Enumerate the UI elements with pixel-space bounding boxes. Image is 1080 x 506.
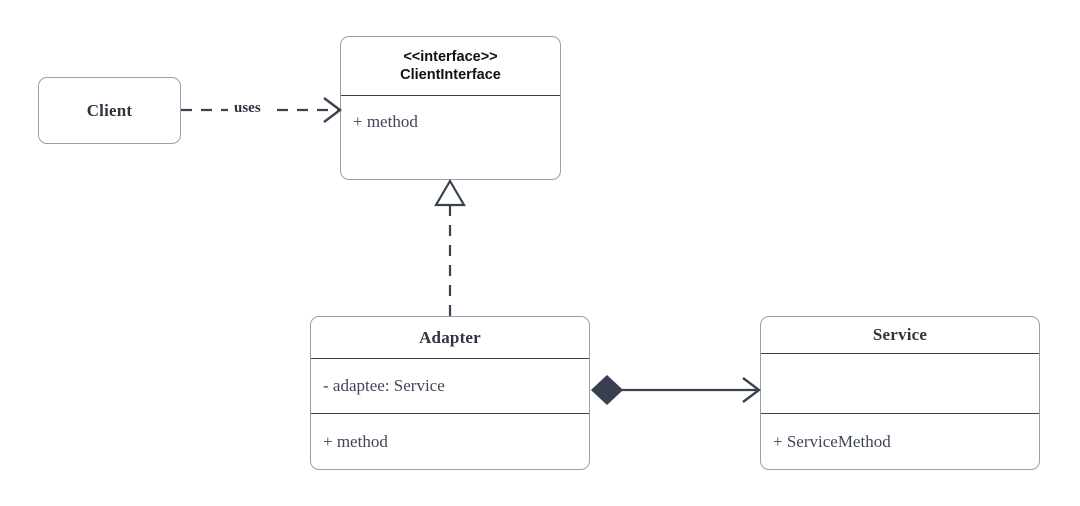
class-title-service: Service (872, 325, 928, 344)
open-arrow-head-icon (323, 97, 342, 123)
attribute-adapter-adaptee: - adaptee: Service (323, 376, 445, 395)
class-title-adapter: Adapter (419, 327, 481, 347)
relationship-composition-adapter-owns-service (590, 374, 761, 406)
class-header-service: Service (761, 317, 1039, 353)
class-stereotype-client-interface: <<interface>> (403, 48, 498, 65)
class-attributes-adapter: - adaptee: Service (311, 358, 589, 413)
class-attributes-service (761, 353, 1039, 413)
open-arrow-head-icon (742, 377, 761, 403)
operation-service-servicemethod: + ServiceMethod (773, 431, 891, 451)
class-header-adapter: Adapter (311, 317, 589, 358)
operation-adapter-method: + method (323, 431, 388, 451)
class-operations-service: + ServiceMethod (761, 413, 1039, 469)
relationship-realization-adapter-implements-clientinterface (434, 178, 466, 316)
class-operations-adapter: + method (311, 413, 589, 469)
class-box-service[interactable]: Service + ServiceMethod (760, 316, 1040, 470)
hollow-triangle-head-icon (434, 178, 466, 207)
class-title-client-interface: ClientInterface (400, 67, 501, 83)
class-box-client[interactable]: Client (38, 77, 181, 144)
filled-diamond-icon (590, 374, 624, 406)
member-client-interface-method: + method (353, 112, 418, 131)
class-members-client-interface: + method (341, 95, 560, 178)
class-box-client-interface[interactable]: <<interface>> ClientInterface + method (340, 36, 561, 180)
class-header-client-interface: <<interface>> ClientInterface (341, 37, 560, 95)
relationship-label-uses: uses (231, 100, 264, 117)
class-box-adapter[interactable]: Adapter - adaptee: Service + method (310, 316, 590, 470)
class-title-client: Client (86, 100, 133, 120)
